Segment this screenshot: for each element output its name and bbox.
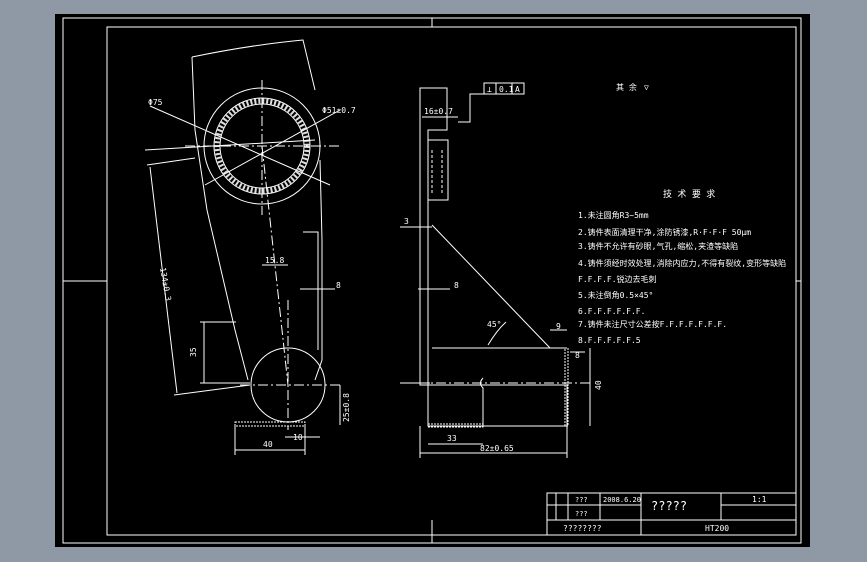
tb-date: 2008.6.20 bbox=[603, 496, 641, 504]
tolerance-symbol: ⊥ bbox=[487, 85, 492, 94]
drawing-canvas[interactable] bbox=[55, 14, 810, 547]
hatched-base bbox=[427, 423, 484, 428]
link-center-line bbox=[261, 145, 289, 386]
dia75-leader bbox=[149, 105, 331, 186]
bottom-pad bbox=[234, 421, 306, 427]
dim-8-left: 8 bbox=[336, 281, 341, 290]
dim-8-small: 8 bbox=[575, 351, 580, 360]
dim-dia51: Φ51±0.7 bbox=[322, 106, 356, 115]
tech-req-line-4: 4.铸件须经时效处理,消除内应力,不得有裂纹,变形等缺陷 bbox=[578, 258, 786, 268]
roughness-label: 其 余 bbox=[616, 82, 637, 92]
tech-req-line-9: 8.F.F.F.F.F.5 bbox=[578, 336, 641, 345]
dia51-leader bbox=[204, 109, 341, 186]
tb-designer: ??? bbox=[575, 496, 588, 504]
slot-outline bbox=[303, 231, 319, 350]
dim-15-8: 15.8 bbox=[265, 256, 284, 265]
roughness-symbol: ▽ bbox=[644, 83, 649, 92]
bore-extra-line bbox=[144, 139, 316, 151]
tolerance-value: 0.1 bbox=[499, 85, 514, 94]
tb-part-name: ????? bbox=[651, 499, 687, 513]
dim-33: 33 bbox=[447, 434, 457, 443]
dim-35: 35 bbox=[189, 347, 198, 357]
dim134-line bbox=[149, 166, 178, 394]
dim-82: 82±0.65 bbox=[480, 444, 514, 453]
tb-checker: ??? bbox=[575, 510, 588, 518]
hub-section bbox=[427, 139, 449, 201]
dim-dia75: Φ75 bbox=[148, 98, 163, 107]
arm-outline bbox=[191, 39, 316, 381]
title-block-frame bbox=[546, 492, 797, 536]
dim-9: 9 bbox=[556, 322, 561, 331]
dim-10: 10 bbox=[293, 433, 303, 442]
tech-req-line-6: 5.未注倒角0.5×45° bbox=[578, 290, 653, 300]
datum-leader bbox=[458, 93, 484, 123]
dim-40-left: 40 bbox=[263, 440, 273, 449]
front-view bbox=[144, 39, 341, 455]
dim-16: 16±0.7 bbox=[424, 107, 453, 116]
tech-req-line-8: 7.铸件未注尺寸公差按F.F.F.F.F.F.F. bbox=[578, 319, 727, 329]
tolerance-datum: A bbox=[515, 85, 520, 94]
dim-45deg: 45° bbox=[487, 320, 501, 329]
hatched-flange bbox=[564, 347, 569, 427]
tech-req-title: 技 术 要 求 bbox=[663, 188, 715, 200]
arm-right-edge bbox=[314, 159, 323, 381]
dim-8-right: 8 bbox=[454, 281, 459, 290]
tb-school: ???????? bbox=[563, 524, 602, 533]
angle45-arc bbox=[487, 321, 507, 346]
tech-req-line-2: 2.铸件表面清理干净,涂防锈漆,R·F·F·F 50μm bbox=[578, 227, 751, 237]
tech-req-line-3: 3.铸件不允许有砂眼,气孔,缩松,夹渣等缺陷 bbox=[578, 241, 738, 251]
flange-step bbox=[480, 377, 484, 426]
dim134-ext1 bbox=[146, 157, 196, 166]
dim-25: 25±0.8 bbox=[342, 393, 351, 422]
title-block bbox=[546, 492, 797, 536]
tb-scale: 1:1 bbox=[752, 495, 767, 504]
dim-3: 3 bbox=[404, 217, 409, 226]
tb-material: HT200 bbox=[705, 524, 729, 533]
side-view bbox=[400, 82, 591, 458]
tech-req-line-1: 1.未注圆角R3~5mm bbox=[578, 210, 649, 220]
tech-req-line-7: 6.F.F.F.F.F.F. bbox=[578, 307, 645, 316]
tech-req-line-5: F.F.F.F.锐边去毛刺 bbox=[578, 274, 657, 284]
tolerance-frame bbox=[483, 82, 525, 95]
dim-40-right: 40 bbox=[594, 380, 603, 390]
dim134-ext2 bbox=[173, 384, 251, 396]
